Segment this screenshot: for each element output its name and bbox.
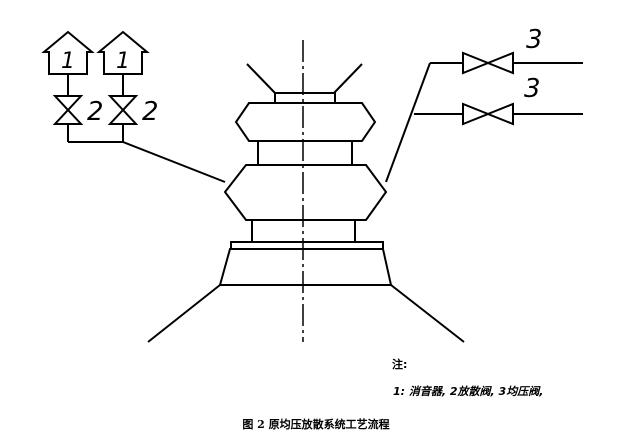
note-title: 注: <box>392 358 408 371</box>
label-valve-2a: 2 <box>87 97 104 127</box>
bottom-hopper <box>218 248 393 286</box>
bottom-legs <box>147 284 465 343</box>
left-piping <box>67 74 226 183</box>
label-valve-3b: 3 <box>524 74 541 104</box>
vent-valve-icon-2b <box>107 95 139 125</box>
right-piping <box>385 62 583 183</box>
muffler-icon-1b <box>96 30 150 75</box>
lower-ring <box>230 241 384 250</box>
upper-body <box>234 102 377 142</box>
upper-neck <box>257 140 353 166</box>
equalizing-valve-icon-3a <box>462 51 514 75</box>
label-valve-2b: 2 <box>142 97 159 127</box>
label-muffler-1b: 1 <box>116 49 130 74</box>
top-cap <box>274 92 336 104</box>
vent-valve-icon-2a <box>52 95 84 125</box>
middle-body <box>223 164 388 221</box>
label-valve-3a: 3 <box>526 25 543 55</box>
note-body: 1: 消音器, 2放散阀, 3均压阀, <box>393 385 544 398</box>
equalizing-valve-icon-3b <box>462 102 514 126</box>
muffler-icon-1a <box>41 30 95 75</box>
figure-caption: 图 2 原均压放散系统工艺流程 <box>242 418 390 431</box>
label-muffler-1a: 1 <box>61 49 75 74</box>
top-cone <box>246 63 363 94</box>
